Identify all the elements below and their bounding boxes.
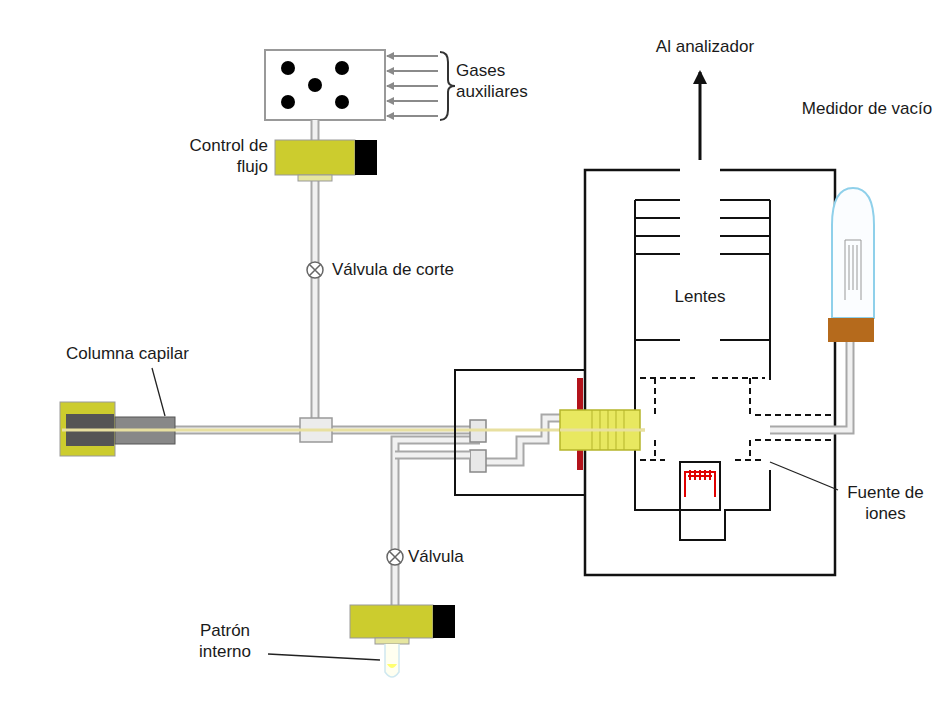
part-label: Fuente de iones <box>838 482 933 524</box>
part-label: Patrón interno <box>180 620 270 662</box>
part-label: Columna capilar <box>66 343 266 364</box>
part-label: Lentes <box>660 286 740 307</box>
part-label: Al analizador <box>620 36 790 57</box>
part-label: Válvula <box>408 546 528 567</box>
part-label: Control de flujo <box>188 135 268 177</box>
part-label: Medidor de vacío <box>800 98 934 119</box>
part-label: Gases auxiliares <box>456 60 566 102</box>
part-label: Válvula de corte <box>332 259 522 280</box>
